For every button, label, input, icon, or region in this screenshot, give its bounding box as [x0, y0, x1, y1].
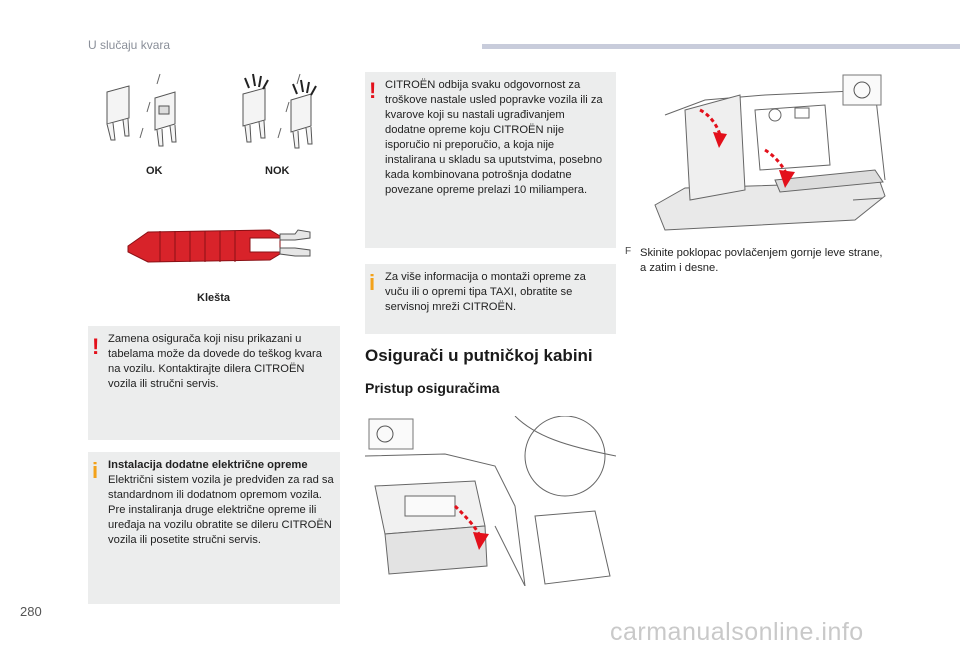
info-install-title: Instalacija dodatne električne opreme [108, 459, 308, 471]
cabin-interior-illustration [365, 416, 616, 586]
warning-icon: ! [369, 78, 377, 103]
subsection-title: Pristup osiguračima [365, 380, 500, 396]
info-text-taxi: Za više informacija o montaži opreme za … [385, 271, 586, 313]
fuse-ok-label: OK [146, 165, 163, 176]
header-bar [482, 44, 960, 49]
fuse-nok-label: NOK [265, 165, 290, 176]
info-install-body2: Pre instaliranja druge električne opreme… [108, 504, 332, 546]
warning-text-citroen: CITROËN odbija svaku odgovornost za troš… [385, 79, 603, 196]
bullet-marker: F [625, 246, 632, 257]
watermark: carmanualsonline.info [610, 618, 864, 646]
warning-box-fuses: ! Zamena osigurača koji nisu prikazani u… [88, 326, 340, 440]
page-header-title: U slučaju kvara [88, 38, 171, 52]
instruction-text: Skinite poklopac povlačenjem gornje leve… [640, 247, 883, 274]
fuses-figure: OK NOK [106, 73, 317, 176]
pliers-figure [127, 229, 311, 263]
info-icon: i [369, 270, 376, 295]
info-box-installation: i Instalacija dodatne električne opreme … [88, 452, 340, 604]
page-number: 280 [20, 604, 42, 619]
info-install-body: Električni sistem vozila je predviđen za… [108, 474, 334, 501]
info-icon: i [92, 458, 99, 483]
warning-icon: ! [92, 334, 100, 359]
glovebox-cover-illustration [645, 70, 890, 240]
pliers-label: Klešta [197, 292, 231, 304]
warning-text-fuses: Zamena osigurača koji nisu prikazani u t… [108, 333, 322, 390]
warning-box-citroen: ! CITROËN odbija svaku odgovornost za tr… [365, 72, 616, 248]
info-box-taxi: i Za više informacija o montaži opreme z… [365, 264, 616, 334]
section-title: Osigurači u putničkoj kabini [365, 346, 593, 365]
